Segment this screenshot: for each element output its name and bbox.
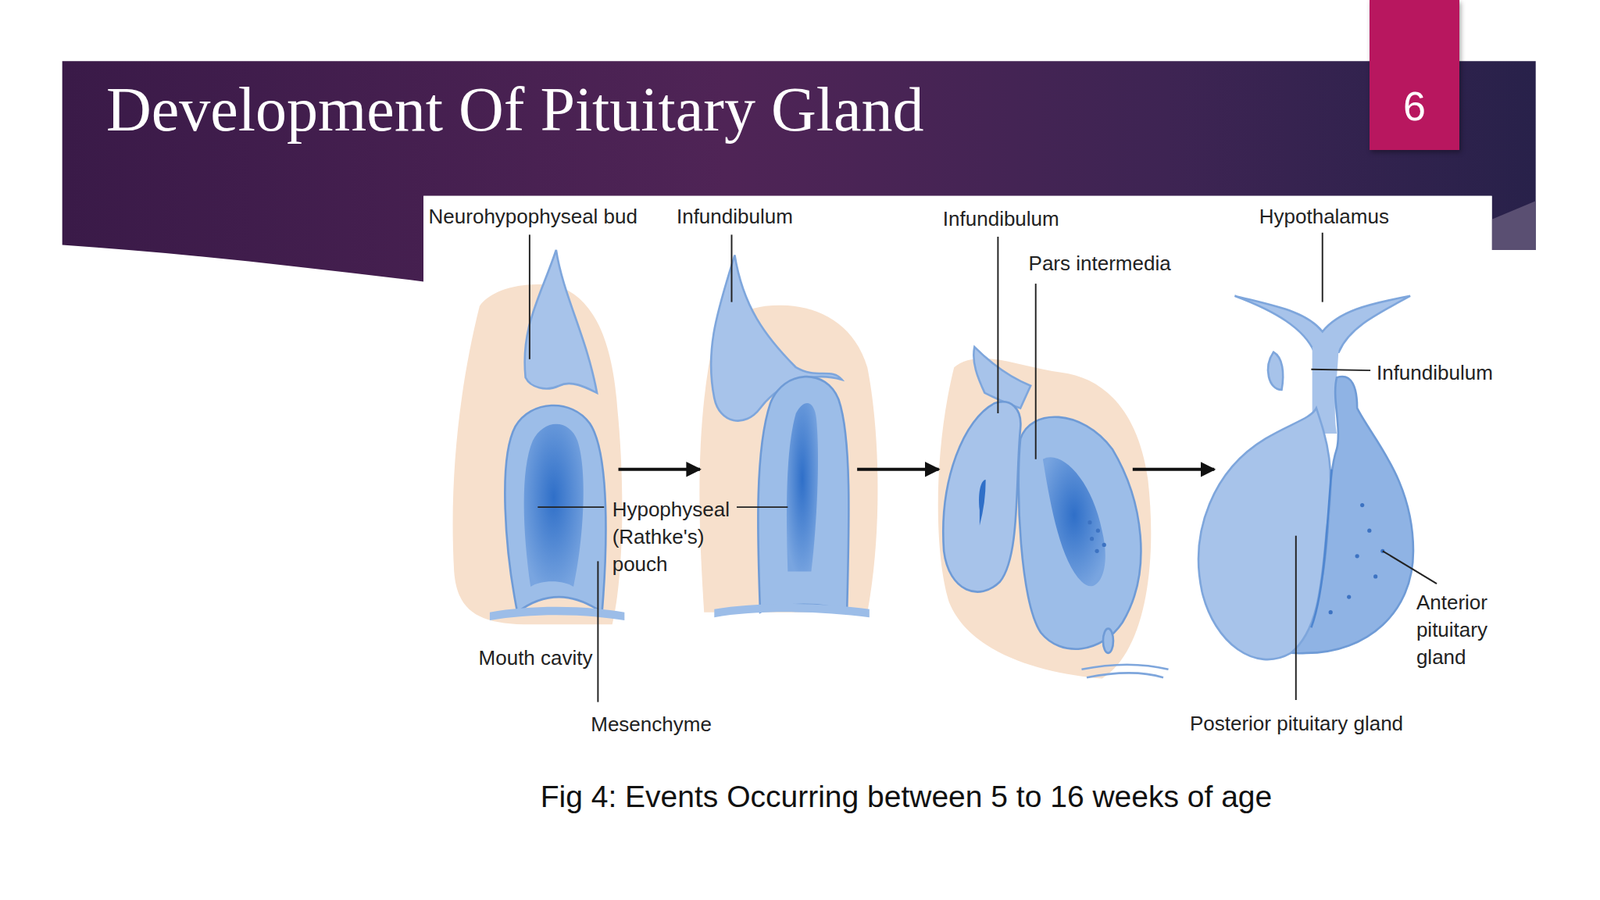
leader-line [596, 560, 599, 702]
cell-dot [1096, 528, 1100, 533]
slide-title: Development Of Pituitary Gland [106, 78, 924, 141]
stage-arrows [618, 467, 1215, 472]
cell-dot [1328, 610, 1333, 615]
part-label: Mouth cavity [478, 644, 593, 672]
figure-panel [423, 196, 1493, 756]
cell-dot [1087, 520, 1092, 525]
cell-dot [1102, 542, 1107, 547]
leader-line [1382, 550, 1437, 584]
stage-arrow [1132, 467, 1215, 472]
neurohypophyseal-bud [525, 250, 597, 393]
part-label: Pars intermedia [1028, 250, 1172, 278]
mouth-lining [714, 603, 870, 618]
mesenchyme [938, 358, 1152, 679]
posterior-lobe [942, 401, 1021, 592]
leader-line [731, 234, 733, 302]
infundibulum [973, 346, 1031, 408]
part-label: Posterior pituitary gland [1189, 710, 1404, 738]
residual-lumen [1042, 457, 1106, 586]
mouth-lining [489, 607, 625, 621]
leader-line [1295, 535, 1297, 700]
part-label: Mesenchyme [590, 710, 712, 739]
leader-lines [529, 232, 1437, 703]
leader-line [1321, 232, 1324, 303]
stage-arrow [618, 467, 700, 472]
hypothalamus [1234, 296, 1411, 353]
page-number-box: 6 [1369, 0, 1460, 150]
pouch-lumen [786, 403, 818, 572]
cell-dot [1094, 549, 1099, 554]
mouth-lining [1081, 664, 1168, 678]
cell-dots [1328, 503, 1386, 615]
band-corner [1492, 200, 1536, 250]
cell-dot [1089, 536, 1094, 541]
anterior-lobe [1018, 417, 1142, 650]
vesicle [1103, 628, 1114, 654]
cell-dot [1355, 553, 1360, 558]
lobe-cleft [978, 479, 986, 526]
rathke-pouch [757, 376, 849, 613]
leader-line [996, 236, 999, 414]
pars-intermedia [1310, 469, 1332, 628]
part-label: Infundibulum [1376, 359, 1493, 387]
leader-line [1310, 369, 1371, 371]
figure-caption: Fig 4: Events Occurring between 5 to 16 … [0, 779, 1600, 815]
leader-line [528, 234, 531, 359]
cell-dot [1373, 574, 1378, 579]
cell-dot [1367, 528, 1372, 533]
part-label: Neurohypophyseal bud [428, 203, 638, 231]
part-label: Anterior pituitary gland [1416, 589, 1509, 672]
part-label: Infundibulum [676, 203, 793, 231]
part-label: Hypophyseal (Rathke's) pouch [612, 496, 740, 579]
tissue-fragment [1267, 352, 1283, 390]
part-label: Infundibulum [942, 205, 1060, 233]
cell-dot [1360, 503, 1365, 508]
stage-arrow [857, 467, 939, 472]
leader-line [537, 506, 604, 508]
pouch-lumen [524, 424, 584, 587]
leader-line [736, 506, 788, 508]
rathke-pouch [504, 405, 606, 613]
posterior-pituitary [1198, 407, 1331, 660]
leader-line [1035, 283, 1037, 460]
cell-dot [1346, 594, 1351, 599]
page-number: 6 [1403, 85, 1426, 150]
cell-dots [1087, 520, 1107, 554]
part-label: Hypothalamus [1259, 203, 1390, 231]
